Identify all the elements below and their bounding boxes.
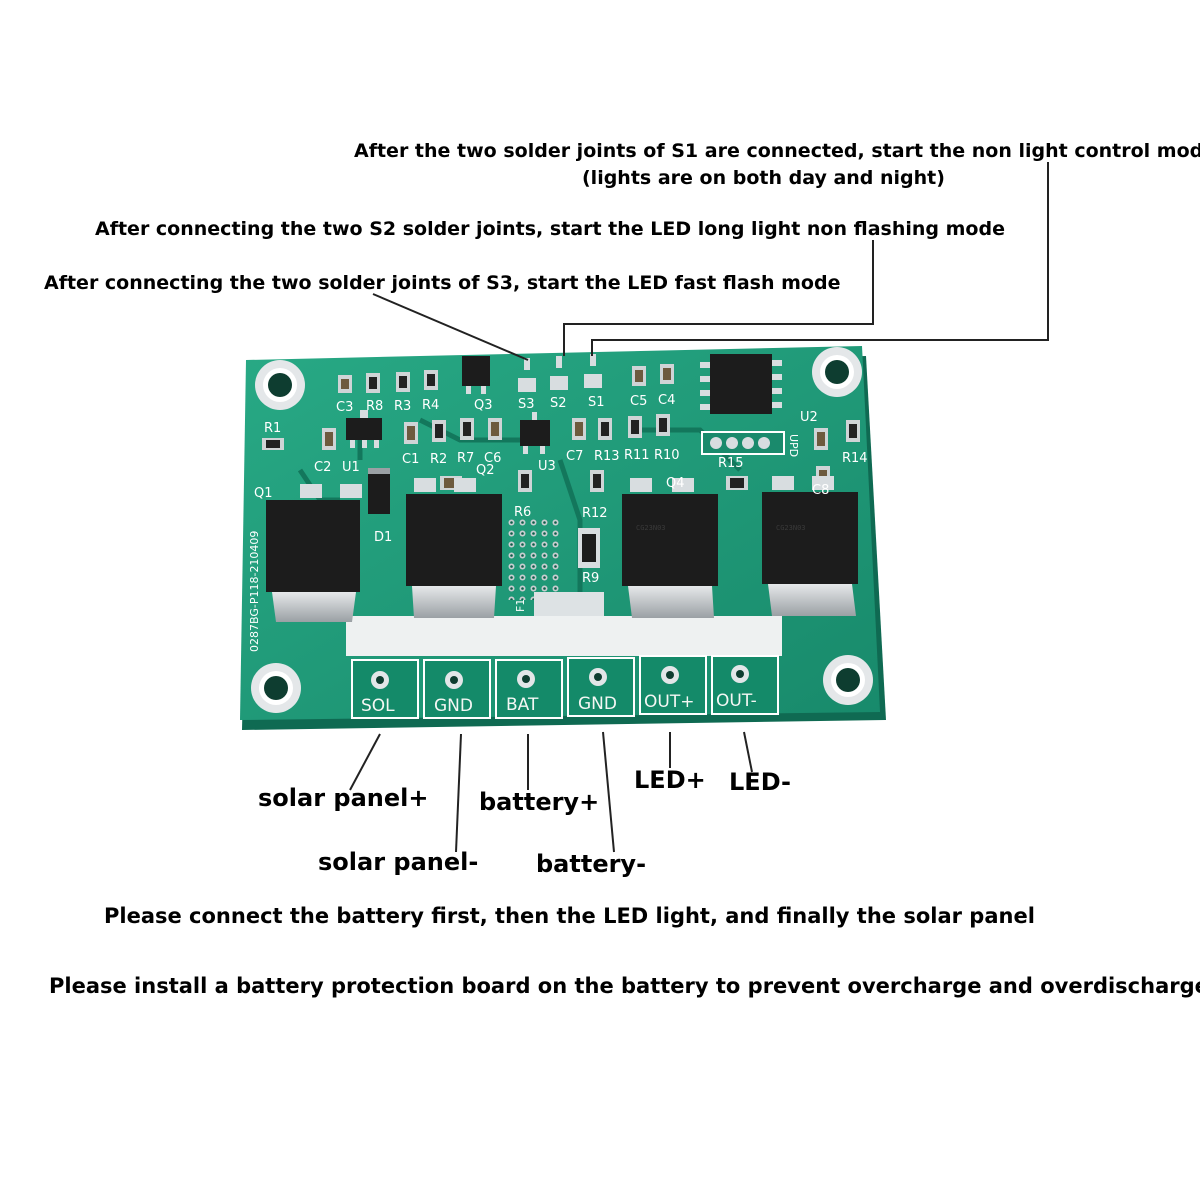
silk-r2: R2 [430, 452, 447, 467]
annotation-s1-line2: (lights are on both day and night) [582, 167, 945, 189]
label-battery-pos: battery+ [479, 788, 600, 816]
mounting-hole-top-right [812, 347, 862, 397]
silk-c3: C3 [336, 400, 353, 415]
silk-r14: R14 [842, 451, 868, 466]
label-led-neg: LED- [729, 768, 792, 796]
mosfet-q1 [266, 484, 362, 622]
fuse-f1 [534, 592, 604, 616]
silk-s1: S1 [588, 395, 605, 410]
silk-c2: C2 [314, 460, 331, 475]
terminal-block: SOL GND BAT GND OUT+ OUT- [351, 655, 779, 719]
label-solar-panel-neg: solar panel- [318, 848, 479, 876]
silk-r12: R12 [582, 506, 608, 521]
silk-c5: C5 [630, 394, 647, 409]
mosfet-marking: CG23N03 [776, 524, 806, 532]
transistor-q3 [462, 356, 490, 394]
terminal-out-neg: OUT- [711, 655, 779, 715]
silk-r6: R6 [514, 505, 531, 520]
leader-battery-neg [602, 731, 615, 853]
silk-s3: S3 [518, 397, 535, 412]
terminal-label-bat: BAT [506, 695, 539, 715]
terminal-bat: BAT [495, 659, 563, 719]
silk-r4: R4 [422, 398, 439, 413]
mounting-hole-top-left [255, 360, 305, 410]
silk-f1: F1 [514, 599, 527, 612]
annotation-s2: After connecting the two S2 solder joint… [95, 218, 1005, 240]
mosfet-q4: CG23N03 [762, 476, 858, 616]
chip-u2 [700, 354, 782, 414]
terminal-label-out-pos: OUT+ [644, 692, 694, 712]
silk-c6: C6 [484, 451, 501, 466]
label-solar-panel-pos: solar panel+ [258, 784, 429, 812]
mosfet-q2 [406, 478, 502, 618]
instruction-connection-order: Please connect the battery first, then t… [104, 904, 1035, 928]
terminal-out-pos: OUT+ [639, 655, 707, 715]
silk-r8: R8 [366, 399, 383, 414]
silk-u2: U2 [800, 410, 818, 425]
annotation-s3: After connecting the two solder joints o… [44, 272, 841, 294]
instruction-battery-protection: Please install a battery protection boar… [49, 974, 1200, 998]
leader-s3 [372, 293, 529, 361]
terminal-label-gnd-2: GND [578, 694, 617, 714]
leader-lines [349, 162, 1049, 853]
chip-u1 [346, 410, 382, 448]
resistor-r9 [578, 528, 600, 568]
silk-r1: R1 [264, 421, 281, 436]
silk-r9: R9 [582, 571, 599, 586]
terminal-label-gnd-1: GND [434, 696, 473, 716]
header-pins [701, 431, 785, 455]
leader-solar-pos [349, 733, 381, 791]
silk-upd: UPD [787, 434, 800, 457]
leader-led-neg [743, 731, 753, 773]
silk-u1: U1 [342, 460, 360, 475]
leader-s2 [563, 240, 874, 356]
label-battery-neg: battery- [536, 850, 647, 878]
silk-c8: C8 [812, 483, 829, 498]
terminal-gnd-2: GND [567, 657, 635, 717]
silk-r15: R15 [718, 456, 744, 471]
mosfet-q3: CG23N03 [622, 478, 718, 618]
diode-d1 [368, 468, 390, 514]
silkscreen-labels: C3 R8 R3 R4 Q3 C5 C4 R1 C2 U1 C1 R2 R7 C… [248, 393, 868, 652]
silk-r3: R3 [394, 399, 411, 414]
solder-pads [518, 354, 602, 392]
silk-c1: C1 [402, 452, 419, 467]
label-led-pos: LED+ [634, 766, 706, 794]
silk-r11: R11 [624, 448, 650, 463]
silk-q3: Q3 [474, 398, 493, 413]
label-strip [346, 616, 782, 656]
terminal-gnd-1: GND [423, 659, 491, 719]
mounting-hole-bottom-left [251, 663, 301, 713]
silk-c7: C7 [566, 449, 583, 464]
smd-components-top [262, 364, 860, 492]
perfboard-area [504, 516, 560, 600]
leader-s1 [591, 162, 1049, 356]
silk-d1: D1 [374, 530, 392, 545]
silk-q2: Q2 [476, 463, 495, 478]
silk-s2: S2 [550, 396, 567, 411]
mounting-hole-bottom-right [823, 655, 873, 705]
silk-u3: U3 [538, 459, 556, 474]
silk-q4: Q4 [666, 476, 685, 491]
silk-r13: R13 [594, 449, 620, 464]
silk-c4: C4 [658, 393, 675, 408]
mosfet-marking: CG23N03 [636, 524, 666, 532]
silk-board-code: 0287BG-P118-210409 [248, 531, 261, 652]
s-pad-labels: S3 S2 S1 [518, 395, 605, 412]
annotation-s1-line1: After the two solder joints of S1 are co… [354, 140, 1200, 162]
silk-r7: R7 [457, 451, 474, 466]
terminal-sol: SOL [351, 659, 419, 719]
silk-q1: Q1 [254, 486, 273, 501]
leader-solar-neg [455, 733, 462, 853]
terminal-label-out-neg: OUT- [716, 691, 757, 711]
terminal-label-sol: SOL [361, 696, 395, 716]
chip-u3 [520, 412, 550, 454]
silk-r10: R10 [654, 448, 680, 463]
